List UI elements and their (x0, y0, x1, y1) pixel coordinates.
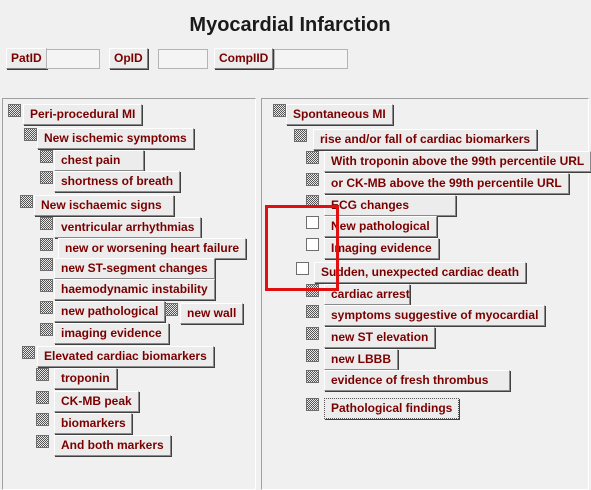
pathological-findings-label[interactable]: Pathological findings (324, 398, 460, 419)
st-segment-checkbox[interactable] (40, 258, 53, 271)
ventricular-arrhythmias-label[interactable]: ventricular arrhythmias (54, 217, 202, 238)
cardiac-arrest-label[interactable]: cardiac arrest (324, 284, 410, 305)
spontaneous-label[interactable]: Spontaneous MI (286, 104, 393, 125)
shortness-of-breath-checkbox[interactable] (40, 171, 53, 184)
new-pathological-right-checkbox[interactable] (306, 216, 319, 229)
imaging-evidence-left-checkbox[interactable] (40, 323, 53, 336)
new-pathological-right-label[interactable]: New pathological (324, 216, 437, 237)
troponin-checkbox[interactable] (36, 368, 49, 381)
chest-pain-checkbox[interactable] (40, 150, 53, 163)
both-markers-checkbox[interactable] (36, 435, 49, 448)
ecg-changes-checkbox[interactable] (306, 195, 319, 208)
ecg-changes-label[interactable]: ECG changes (324, 195, 456, 216)
rise-fall-checkbox[interactable] (294, 129, 307, 142)
pathological-findings-checkbox[interactable] (306, 398, 319, 411)
chest-pain-label[interactable]: chest pain (54, 150, 144, 171)
troponin-99-label[interactable]: With troponin above the 99th percentile … (324, 151, 591, 172)
heart-failure-checkbox[interactable] (40, 238, 53, 251)
new-wall-label[interactable]: new wall (180, 303, 244, 324)
imaging-evidence-right-label[interactable]: Imaging evidence (324, 238, 439, 259)
fresh-thrombus-checkbox[interactable] (306, 370, 319, 383)
haemodynamic-label[interactable]: haemodynamic instability (54, 279, 215, 300)
new-pathological-left-label[interactable]: new pathological (54, 301, 166, 322)
new-lbbb-label[interactable]: new LBBB (324, 349, 398, 370)
ckmb-99-label[interactable]: or CK-MB above the 99th percentile URL (324, 173, 569, 194)
sudden-death-checkbox[interactable] (296, 262, 309, 275)
troponin-99-checkbox[interactable] (306, 151, 319, 164)
heart-failure-label[interactable]: new or worsening heart failure (58, 238, 247, 259)
compid-button[interactable]: CompIID (214, 48, 274, 69)
peri-procedural-label[interactable]: Peri-procedural MI (23, 104, 143, 125)
new-ischemic-symptoms-checkbox[interactable] (24, 128, 37, 141)
ckmb-peak-label[interactable]: CK-MB peak (54, 391, 139, 412)
ckmb-99-checkbox[interactable] (306, 173, 319, 186)
biomarkers-checkbox[interactable] (36, 413, 49, 426)
ventricular-arrhythmias-checkbox[interactable] (40, 217, 53, 230)
patid-field[interactable] (46, 49, 100, 69)
opid-button[interactable]: OpID (109, 48, 148, 69)
sudden-death-label[interactable]: Sudden, unexpected cardiac death (314, 262, 527, 283)
page-title: Myocardial Infarction (189, 14, 391, 36)
imaging-evidence-right-checkbox[interactable] (306, 238, 319, 251)
shortness-of-breath-label[interactable]: shortness of breath (54, 171, 181, 192)
biomarkers-label[interactable]: biomarkers (54, 413, 132, 434)
fresh-thrombus-label[interactable]: evidence of fresh thrombus (324, 370, 510, 391)
new-wall-checkbox[interactable] (165, 303, 178, 316)
symptoms-suggestive-label[interactable]: symptoms suggestive of myocardial (324, 305, 546, 326)
compid-field[interactable] (274, 49, 348, 69)
ckmb-peak-checkbox[interactable] (36, 391, 49, 404)
new-ischaemic-signs-label[interactable]: New ischaemic signs (34, 195, 174, 216)
patid-button[interactable]: PatID (6, 48, 47, 69)
both-markers-label[interactable]: And both markers (54, 435, 171, 456)
peri-procedural-checkbox[interactable] (8, 104, 21, 117)
new-st-elevation-checkbox[interactable] (306, 327, 319, 340)
spontaneous-checkbox[interactable] (273, 104, 286, 117)
st-segment-label[interactable]: new ST-segment changes (54, 258, 215, 279)
symptoms-suggestive-checkbox[interactable] (306, 305, 319, 318)
new-pathological-left-checkbox[interactable] (40, 301, 53, 314)
new-ischaemic-signs-checkbox[interactable] (20, 195, 33, 208)
troponin-label[interactable]: troponin (54, 368, 117, 389)
elevated-biomarkers-checkbox[interactable] (22, 346, 35, 359)
new-st-elevation-label[interactable]: new ST elevation (324, 327, 436, 348)
rise-fall-label[interactable]: rise and/or fall of cardiac biomarkers (313, 129, 538, 150)
new-lbbb-checkbox[interactable] (306, 349, 319, 362)
imaging-evidence-left-label[interactable]: imaging evidence (54, 323, 169, 344)
opid-field[interactable] (158, 49, 208, 69)
new-ischemic-symptoms-label[interactable]: New ischemic symptoms (37, 128, 194, 149)
elevated-biomarkers-label[interactable]: Elevated cardiac biomarkers (37, 346, 214, 367)
highlight-box (265, 205, 339, 291)
haemodynamic-checkbox[interactable] (40, 279, 53, 292)
